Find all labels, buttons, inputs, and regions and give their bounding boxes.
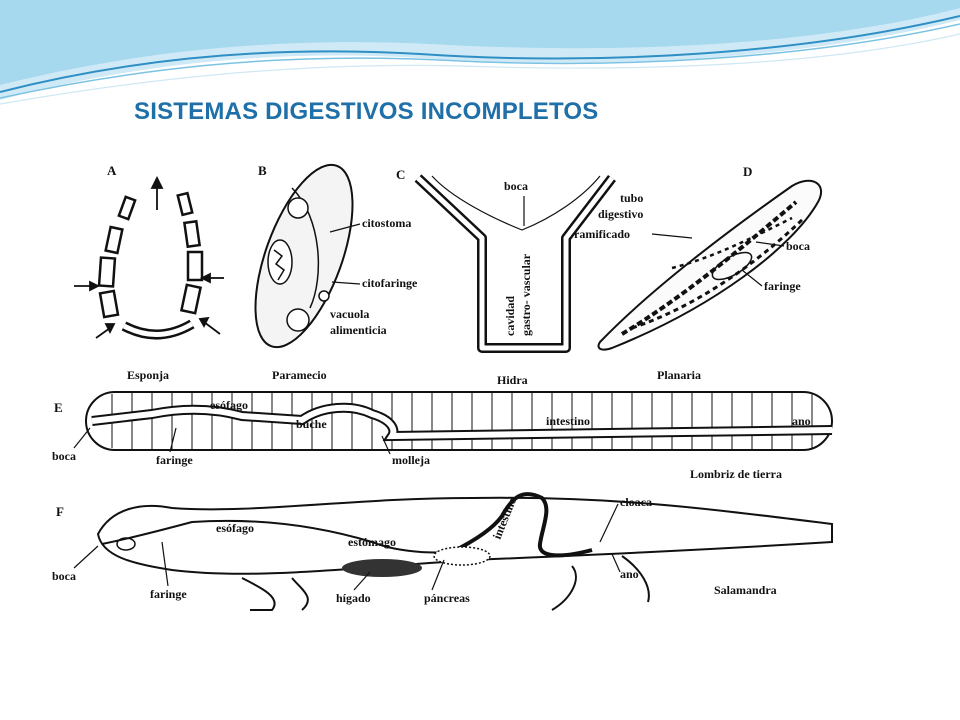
hydra-label-gastrovascular: gastro- vascular	[519, 253, 533, 336]
panel-a-letter: A	[107, 163, 117, 178]
salamander-label-estomago: estómago	[348, 535, 396, 549]
panel-f-caption: Salamandra	[714, 583, 777, 597]
paramecium-label-citostoma: citostoma	[362, 216, 411, 230]
salamander-label-esofago: esófago	[216, 521, 254, 535]
salamander-label-ano: ano	[620, 567, 639, 581]
panel-e-caption: Lombriz de tierra	[690, 467, 782, 481]
panel-c-letter: C	[396, 167, 405, 182]
panel-f-salamander: F esófago estómago intestino cloaca boca…	[52, 492, 833, 611]
planarian-label-digestivo: digestivo	[598, 207, 643, 221]
salamander-label-faringe: faringe	[150, 587, 187, 601]
panel-d-planarian: D tubo digestivo ramificado boca faringe…	[574, 164, 822, 382]
panel-b-letter: B	[258, 163, 267, 178]
salamander-label-higado: hígado	[336, 591, 371, 605]
planarian-label-faringe: faringe	[764, 279, 801, 293]
earthworm-label-faringe: faringe	[156, 453, 193, 467]
earthworm-label-molleja: molleja	[392, 453, 430, 467]
panel-b-caption: Paramecio	[272, 368, 327, 382]
panel-d-letter: D	[743, 164, 752, 179]
panel-e-letter: E	[54, 400, 63, 415]
planarian-label-ramificado: ramificado	[574, 227, 630, 241]
panel-b-paramecium: B citostoma citofaringe vacuola alimenti…	[254, 163, 418, 382]
planarian-label-tubo: tubo	[620, 191, 643, 205]
paramecium-label-vacuola: vacuola	[330, 307, 369, 321]
earthworm-label-buche: buche	[296, 417, 327, 431]
slide-title: SISTEMAS DIGESTIVOS INCOMPLETOS	[134, 98, 599, 125]
earthworm-label-boca: boca	[52, 449, 76, 463]
earthworm-label-esofago: esófago	[210, 398, 248, 412]
panel-a-caption: Esponja	[127, 368, 169, 382]
earthworm-label-intestino: intestino	[546, 414, 590, 428]
salamander-label-cloaca: cloaca	[620, 495, 652, 509]
digestive-systems-figure: A Esponja B	[52, 158, 856, 616]
header-wave-decoration	[0, 0, 960, 105]
paramecium-label-citofaringe: citofaringe	[362, 276, 418, 290]
panel-c-hydra: C boca cavidad gastro- vascular Hidra	[396, 167, 616, 387]
panel-f-letter: F	[56, 504, 64, 519]
panel-d-caption: Planaria	[657, 368, 701, 382]
planarian-label-boca: boca	[786, 239, 810, 253]
paramecium-label-alimenticia: alimenticia	[330, 323, 387, 337]
salamander-label-pancreas: páncreas	[424, 591, 470, 605]
panel-a-sponge: A Esponja	[74, 163, 224, 382]
hydra-label-cavidad: cavidad	[503, 296, 517, 336]
earthworm-label-ano: ano	[792, 414, 811, 428]
hydra-label-boca: boca	[504, 179, 528, 193]
salamander-label-boca: boca	[52, 569, 76, 583]
panel-c-caption: Hidra	[497, 373, 528, 387]
panel-e-earthworm: E esófago buche intestino ano	[52, 391, 833, 481]
